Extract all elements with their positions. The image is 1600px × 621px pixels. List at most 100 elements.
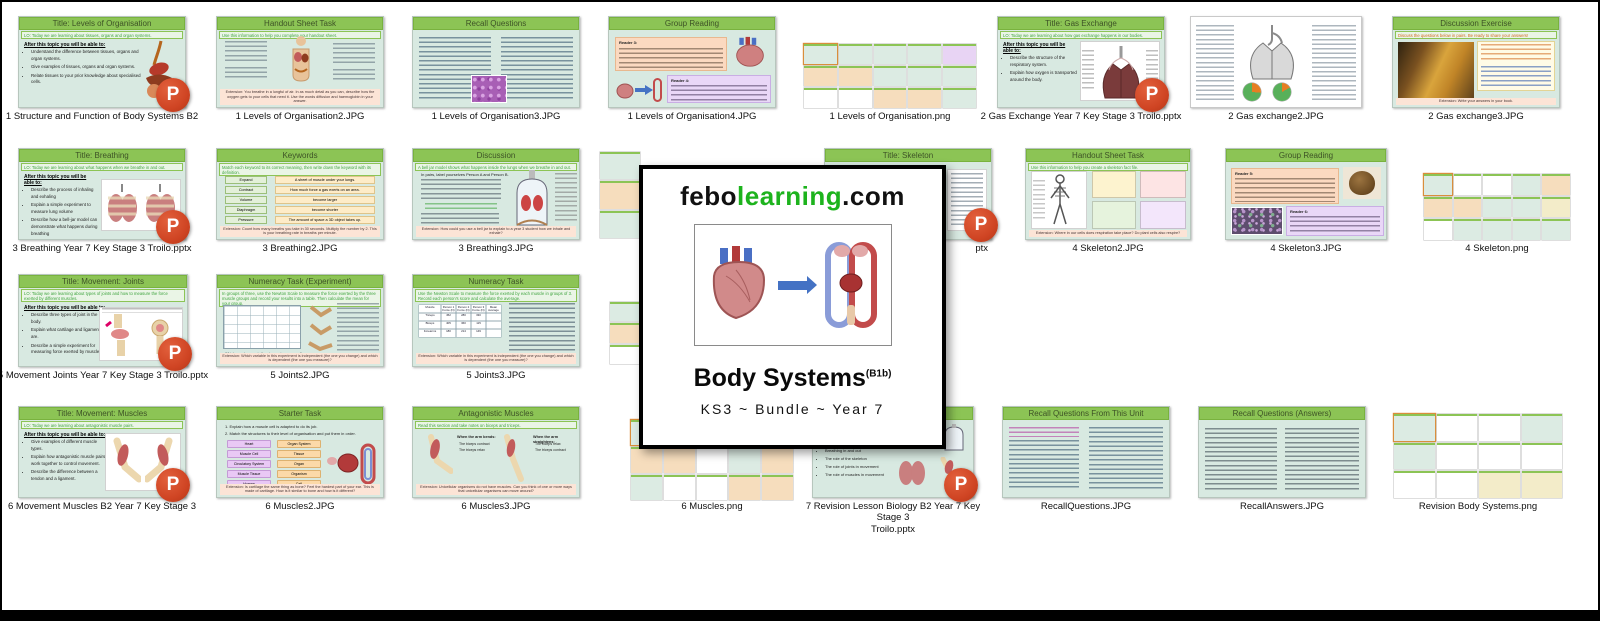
file-thumbnail-muscles3-jpg[interactable]: Antagonistic Muscles Read this section a…	[412, 406, 580, 512]
file-thumbnail-joints3-jpg[interactable]: Numeracy Task Use the Newton Scale to me…	[412, 274, 580, 381]
keyword: Contract	[225, 186, 267, 194]
file-name: 6 Movement Muscles B2 Year 7 Key Stage 3	[8, 501, 196, 512]
powerpoint-icon: P	[1135, 78, 1169, 112]
lungs-picture	[899, 461, 925, 485]
objectives-heading: After this topic you will be able to:	[24, 432, 106, 439]
powerpoint-icon: P	[964, 208, 998, 242]
file-thumbnail-skeleton2-jpg[interactable]: Handout Sheet Task Use this information …	[1025, 148, 1191, 254]
powerpoint-icon: P	[156, 78, 190, 112]
file-thumbnail-levels-pptx[interactable]: Title: Levels of Organisation LO: Today …	[6, 16, 198, 122]
extension-text: Extension: Write your answers in your bo…	[1396, 98, 1556, 105]
file-thumbnail-levels4-jpg[interactable]: Group Reading Reader 3: Reader 4: 1 Leve…	[608, 16, 776, 122]
extension-text: Extension: Which variable in this experi…	[220, 352, 380, 364]
joint-diagrams-box	[99, 307, 183, 361]
slide-title: Group Reading	[1226, 149, 1386, 162]
file-name: Revision Body Systems.png	[1418, 501, 1538, 512]
file-thumbnail-muscles-pptx[interactable]: Title: Movement: Muscles LO: Today we ar…	[8, 406, 196, 512]
file-thumbnail-breathing2-jpg[interactable]: Keywords Match each keyword to its corre…	[216, 148, 384, 254]
extension-text: Extension: You breathe in a lungful of a…	[220, 88, 380, 105]
definition: How much force a gas exerts on an area.	[275, 186, 375, 194]
question-lines	[1481, 44, 1551, 62]
skeleton-figure-box	[1031, 171, 1087, 229]
file-name: 6 Muscles2.JPG	[265, 501, 335, 512]
passage-lines	[671, 85, 767, 102]
discussion-lines	[421, 213, 499, 229]
keyword: Volume	[225, 196, 267, 204]
file-name: 1 Levels of Organisation.png	[829, 111, 951, 122]
arrow-icon	[777, 275, 817, 294]
slide-title: Starter Task	[217, 407, 383, 420]
powerpoint-icon: P	[158, 337, 192, 371]
file-thumbnail-levels2-jpg[interactable]: Handout Sheet Task Use this information …	[216, 16, 384, 122]
human-body-diagram	[292, 36, 310, 82]
task-instruction: Use this information to help you create …	[1028, 163, 1188, 172]
passage-lines	[1235, 178, 1335, 202]
lungs-diagram	[1102, 46, 1140, 99]
label-lines	[225, 41, 267, 61]
file-thumbnail-recall-answers-jpg[interactable]: Recall Questions (Answers) RecallAnswers…	[1198, 406, 1366, 512]
diagram-labels	[555, 173, 577, 223]
file-thumbnail-gas-pptx[interactable]: Title: Gas Exchange LO: Today we are lea…	[981, 16, 1181, 122]
file-name: RecallAnswers.JPG	[1240, 501, 1324, 512]
skeleton-figure	[1050, 174, 1070, 225]
task-instruction: Match each keyword to its correct meanin…	[219, 163, 381, 177]
file-thumbnail-joints-pptx[interactable]: Title: Movement: Joints LO: Today we are…	[2, 274, 208, 381]
respiratory-diagram-box	[1080, 41, 1160, 101]
definition: The amount of space a 3D object takes up…	[275, 216, 375, 224]
slide-title: Discussion Exercise	[1393, 17, 1559, 30]
file-thumbnail-recall-questions-jpg[interactable]: Recall Questions From This Unit RecallQu…	[1002, 406, 1170, 512]
answer-lines	[1205, 428, 1277, 490]
pie-chart-exhaled-air	[1273, 83, 1291, 101]
slide-overview-strip	[610, 302, 640, 364]
file-name: 4 Skeleton3.JPG	[1270, 243, 1342, 254]
slide-title: Recall Questions (Answers)	[1199, 407, 1365, 420]
reader-passage-box: Reader 3:	[615, 37, 727, 71]
bone-marrow-micrograph	[1231, 207, 1283, 235]
file-name: 1 Levels of Organisation3.JPG	[431, 111, 561, 122]
file-name: 3 Breathing Year 7 Key Stage 3 Troilo.pp…	[12, 243, 192, 254]
extension-text: Extension: Which variable in this experi…	[416, 352, 576, 364]
reader-passage-box: Reader 6:	[1286, 206, 1384, 236]
file-thumbnail-breathing-pptx[interactable]: Title: Breathing LO: Today we are learni…	[12, 148, 192, 254]
file-thumbnail-muscles2-jpg[interactable]: Starter Task 1. Explain how a muscle cel…	[216, 406, 384, 512]
file-thumbnail-skeleton3-jpg[interactable]: Group Reading Reader 5: Reader 6: 4 Skel…	[1225, 148, 1387, 254]
task-instruction: Read this section and take notes on bice…	[415, 421, 577, 430]
file-name: 6 Muscles.png	[681, 501, 743, 512]
slide-title: Handout Sheet Task	[1026, 149, 1190, 162]
slide-overview-grid	[1424, 174, 1570, 240]
file-thumbnail-joints-png-partial[interactable]	[610, 302, 640, 364]
microscope-cells-image	[471, 75, 507, 103]
objectives-heading: After this topic you will be able to:	[1003, 42, 1066, 55]
slide-title: Antagonistic Muscles	[413, 407, 579, 420]
ribcage-lungs-illustration	[108, 184, 137, 222]
slide-overview-grid	[1394, 414, 1562, 498]
pair-instruction: In pairs, label yourselves Person A and …	[421, 172, 509, 177]
extension-text: Extension: Is cartilage the same thing a…	[220, 483, 380, 495]
file-thumbnail-gas2-jpg[interactable]: 2 Gas exchange2.JPG	[1190, 16, 1362, 122]
reader-passage-box: Reader 4:	[667, 75, 771, 103]
lungs-pictures-box	[101, 179, 181, 231]
diagram-labels	[1082, 50, 1094, 90]
file-name: 2 Gas exchange3.JPG	[1428, 111, 1524, 122]
slide-title: Discussion	[413, 149, 579, 162]
answer-lines	[1285, 428, 1359, 490]
bundle-subtitle: KS3 ~ Bundle ~ Year 7	[700, 401, 885, 417]
question-lines	[1009, 440, 1079, 490]
file-thumbnail-breathing3-jpg[interactable]: Discussion A bell jar model shows what h…	[412, 148, 580, 254]
file-thumbnail-joints2-jpg[interactable]: Numeracy Task (Experiment) In groups of …	[216, 274, 384, 381]
learning-objective: LO: Today we are learning about what hap…	[21, 163, 183, 172]
file-thumbnail-levels3-jpg[interactable]: Recall Questions 1 Levels of Organisatio…	[412, 16, 580, 122]
file-name: 5 Joints3.JPG	[466, 370, 526, 381]
brand-logo: febolearning.com	[680, 181, 905, 211]
slide-title: Title: Skeleton	[825, 149, 991, 162]
discussion-questions-box	[1477, 41, 1555, 91]
file-name: 1 Levels of Organisation2.JPG	[235, 111, 365, 122]
passage-lines	[1290, 216, 1380, 234]
structure-terms-column: Heart Muscle Cell Circulatory System Mus…	[227, 440, 271, 490]
powerpoint-icon: P	[944, 468, 978, 502]
file-thumbnail-breathing-png-partial[interactable]	[600, 152, 640, 238]
file-thumbnail-gas3-jpg[interactable]: Discussion Exercise Discuss the question…	[1392, 16, 1560, 122]
method-text-lines	[337, 303, 379, 353]
file-name: RecallQuestions.JPG	[1040, 501, 1132, 512]
